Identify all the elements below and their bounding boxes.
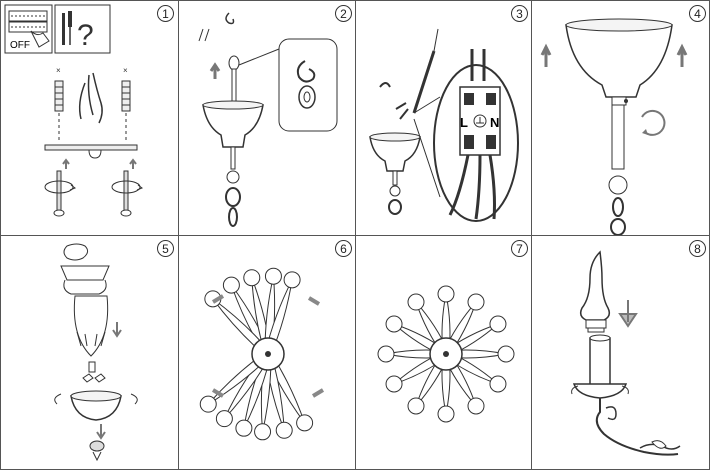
cable-icon [78, 72, 103, 124]
step-2-panel: 2 [178, 0, 356, 236]
step-4-illustration [540, 18, 688, 236]
step-1-panel: 1 OFF ? × × [0, 0, 179, 236]
outward-arrow [307, 296, 321, 306]
mounting-bracket [44, 144, 138, 151]
hook-zoom-box [278, 38, 338, 132]
bobeche [572, 383, 628, 399]
off-label: OFF [10, 40, 30, 51]
canopy [202, 104, 264, 148]
step-1-illustration: OFF ? × × [4, 4, 144, 217]
step-8-number: 8 [689, 240, 706, 257]
step-7-illustration [377, 285, 515, 423]
outward-arrow [211, 294, 225, 304]
candle-sleeve [589, 337, 611, 387]
wall-plug-left: × [54, 66, 64, 112]
step-2-illustration [198, 12, 338, 227]
step-8-panel: 8 [531, 235, 710, 470]
hand-icon [30, 30, 50, 48]
svg-text:×: × [56, 66, 61, 75]
candle-bulb-icon [579, 250, 611, 321]
outward-arrow [311, 388, 325, 398]
terminal-n-label: N [490, 115, 499, 130]
step-6-number: 6 [335, 240, 352, 257]
step-2-number: 2 [335, 5, 352, 22]
bowl [70, 395, 122, 421]
step-6-panel: 6 [178, 235, 356, 470]
canopy [369, 136, 421, 172]
screw-left [44, 170, 77, 217]
ceiling-hook [225, 12, 235, 25]
step-7-panel: 7 [355, 235, 532, 470]
step-5-illustration [54, 243, 138, 462]
question-mark: ? [77, 19, 94, 52]
step-7-number: 7 [511, 240, 528, 257]
step-6-illustration [199, 267, 325, 441]
step-3-illustration: L N [369, 28, 519, 222]
step-1-number: 1 [157, 5, 174, 22]
screwdriver-icon [412, 50, 436, 114]
outward-arrow [211, 388, 225, 398]
column-body [60, 265, 110, 295]
terminal-l-label: L [460, 115, 468, 130]
step-3-number: 3 [511, 5, 528, 22]
step-8-illustration [571, 250, 681, 456]
breaker-box [4, 4, 53, 54]
step-5-panel: 5 [0, 235, 179, 470]
step-4-panel: 4 [531, 0, 710, 236]
screw-right [111, 170, 144, 217]
step-3-panel: 3 L N [355, 0, 532, 236]
wall-plug-right: × [121, 66, 131, 112]
canopy [565, 24, 673, 98]
step-5-number: 5 [157, 240, 174, 257]
step-4-number: 4 [689, 5, 706, 22]
svg-text:×: × [123, 66, 128, 75]
